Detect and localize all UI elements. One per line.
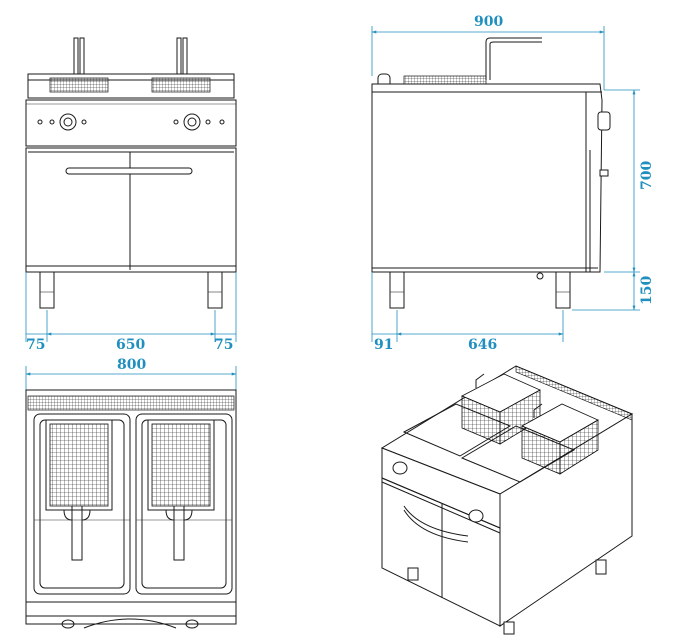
iso-leg [595, 559, 607, 575]
dim-side-leg-offset: 91 [374, 337, 393, 353]
dim-side-leg-height: 150 [639, 276, 655, 305]
iso-knob-icon [468, 509, 484, 523]
knob-icon [173, 113, 225, 131]
side-basket-handle [485, 37, 542, 80]
iso-door-handle [403, 505, 469, 537]
top-back-vent [27, 395, 235, 411]
iso-view [380, 365, 634, 635]
iso-leg [407, 567, 419, 581]
dim-front-left-margin: 75 [26, 337, 45, 353]
front-basket-mesh-left [49, 77, 109, 93]
side-body [371, 83, 603, 273]
dim-front-inner: 650 [116, 337, 145, 353]
top-well-left [33, 413, 131, 595]
top-view: 800 [25, 357, 237, 629]
knob-icon [37, 113, 87, 131]
front-view: 650 75 75 [25, 37, 237, 353]
iso-basket-left [461, 373, 541, 445]
top-basket-handle-left [71, 506, 83, 561]
dim-front-right-margin: 75 [214, 337, 233, 353]
side-leg-front [555, 271, 571, 309]
top-well-right [135, 413, 233, 595]
dim-side-depth: 900 [474, 14, 503, 30]
front-basket-mesh-right [151, 77, 211, 93]
iso-leg [503, 621, 515, 635]
front-control-panel [25, 99, 237, 147]
iso-basket-right [521, 403, 599, 475]
top-basket-right [151, 423, 211, 507]
top-basket-handle-right [173, 506, 185, 561]
side-leg-back [389, 271, 405, 309]
front-leg-right [207, 271, 223, 309]
front-cabinet [25, 147, 237, 273]
side-handle-icon [599, 169, 609, 177]
top-basket-left [49, 423, 109, 507]
dim-side-body-height: 700 [639, 161, 655, 190]
dim-side-body-depth: 646 [468, 337, 497, 353]
dim-front-width-total: 800 [117, 357, 146, 373]
iso-knob-icon [392, 461, 408, 475]
front-leg-left [39, 271, 55, 309]
side-view: 900 700 150 646 91 [371, 14, 655, 353]
side-knob-icon [597, 111, 611, 131]
front-door-handle [65, 167, 193, 175]
